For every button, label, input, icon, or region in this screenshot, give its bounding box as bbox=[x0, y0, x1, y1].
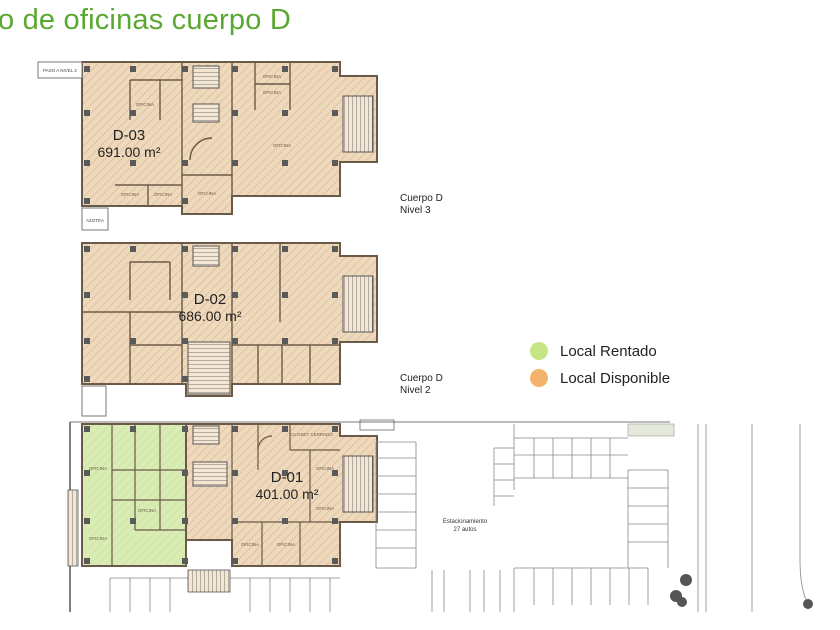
rented-unit-area bbox=[81, 423, 187, 567]
room-label: CLOSET CERRADO bbox=[291, 432, 333, 437]
stairs-level3-core-b bbox=[192, 103, 220, 123]
page-title: o de oficinas cuerpo D bbox=[0, 4, 291, 36]
room-label: OFICINA bbox=[138, 508, 156, 513]
stairs-level1-core-b bbox=[192, 461, 228, 487]
parking-label: Estacionamiento bbox=[443, 519, 488, 525]
stairs-level2-core bbox=[192, 245, 220, 267]
legend-rented-swatch bbox=[530, 342, 548, 360]
legend-available-swatch bbox=[530, 369, 548, 387]
level-3-building: Cuerpo D bbox=[400, 193, 443, 204]
parking-lot bbox=[359, 419, 807, 612]
pasillo-box bbox=[37, 61, 83, 79]
level-2-building: Cuerpo D bbox=[400, 373, 443, 384]
level-2-plan bbox=[81, 242, 378, 417]
room-label: OFICINA bbox=[273, 143, 291, 148]
trees bbox=[670, 574, 813, 609]
azotea-box bbox=[81, 207, 109, 231]
unit-d02-area-text: 686.00 m² bbox=[178, 308, 242, 324]
level-2-name: Nivel 2 bbox=[400, 385, 431, 396]
stairs-level3-core bbox=[192, 65, 220, 89]
pasillo-label: PASO A NIVEL 2 bbox=[43, 68, 77, 73]
room-label: OFICINA bbox=[263, 90, 281, 95]
unit-d03-code: D-03 bbox=[112, 127, 146, 144]
level-3-label: Cuerpo D Nivel 3 bbox=[400, 193, 443, 217]
unit-d02-code: D-02 bbox=[193, 291, 227, 308]
entrance-stairs bbox=[187, 569, 231, 593]
room-label: OFICINA bbox=[136, 102, 154, 107]
unit-d02-area bbox=[81, 242, 378, 397]
level-1-plan: OFICINA OFICINA OFICINA OFICINA OFICINA … bbox=[67, 419, 813, 612]
legend-available: Local Disponible bbox=[530, 369, 670, 387]
stairs-level1-core bbox=[192, 425, 220, 445]
stairs-level3-right bbox=[342, 95, 374, 153]
room-label: OFICINA bbox=[89, 466, 107, 471]
landscape-strip bbox=[627, 423, 675, 437]
level-3-plan: PASO A NIVEL 2 AZOTEA OFICINA OFICINA OF… bbox=[37, 61, 378, 231]
level-2-label: Cuerpo D Nivel 2 bbox=[400, 373, 443, 397]
unit-d03-label[interactable]: D-03 691.00 m² bbox=[88, 127, 170, 160]
stairs-level2-right bbox=[342, 275, 374, 333]
room-label: OFICINA bbox=[198, 191, 216, 196]
unit-d01-area-text: 401.00 m² bbox=[255, 486, 319, 502]
stairs-level2-main bbox=[187, 341, 231, 395]
unit-d02-label[interactable]: D-02 686.00 m² bbox=[168, 291, 252, 324]
room-label: OFICINA bbox=[241, 542, 259, 547]
room-label: OFICINA bbox=[263, 74, 281, 79]
unit-d03-area-text: 691.00 m² bbox=[97, 144, 161, 160]
facade-hatch bbox=[67, 489, 79, 567]
level-3-name: Nivel 3 bbox=[400, 205, 431, 216]
legend-rented: Local Rentado bbox=[530, 342, 657, 360]
room-label: OFICINA bbox=[154, 192, 172, 197]
legend-rented-label: Local Rentado bbox=[560, 342, 657, 360]
room-label: OFICINA bbox=[89, 536, 107, 541]
unit-d01-code: D-01 bbox=[270, 469, 304, 486]
room-label: OFICINA bbox=[121, 192, 139, 197]
legend-available-label: Local Disponible bbox=[560, 369, 671, 387]
stairs-level1-right bbox=[342, 455, 374, 513]
azotea-label: AZOTEA bbox=[86, 218, 104, 223]
unit-d01-label[interactable]: D-01 401.00 m² bbox=[246, 469, 328, 502]
room-label: OFICINA bbox=[316, 466, 334, 471]
room-label: OFICINA bbox=[277, 542, 295, 547]
parking-count: 27 autos bbox=[453, 527, 476, 533]
room-label: OFICINA bbox=[316, 506, 334, 511]
terrace-box bbox=[81, 385, 107, 417]
